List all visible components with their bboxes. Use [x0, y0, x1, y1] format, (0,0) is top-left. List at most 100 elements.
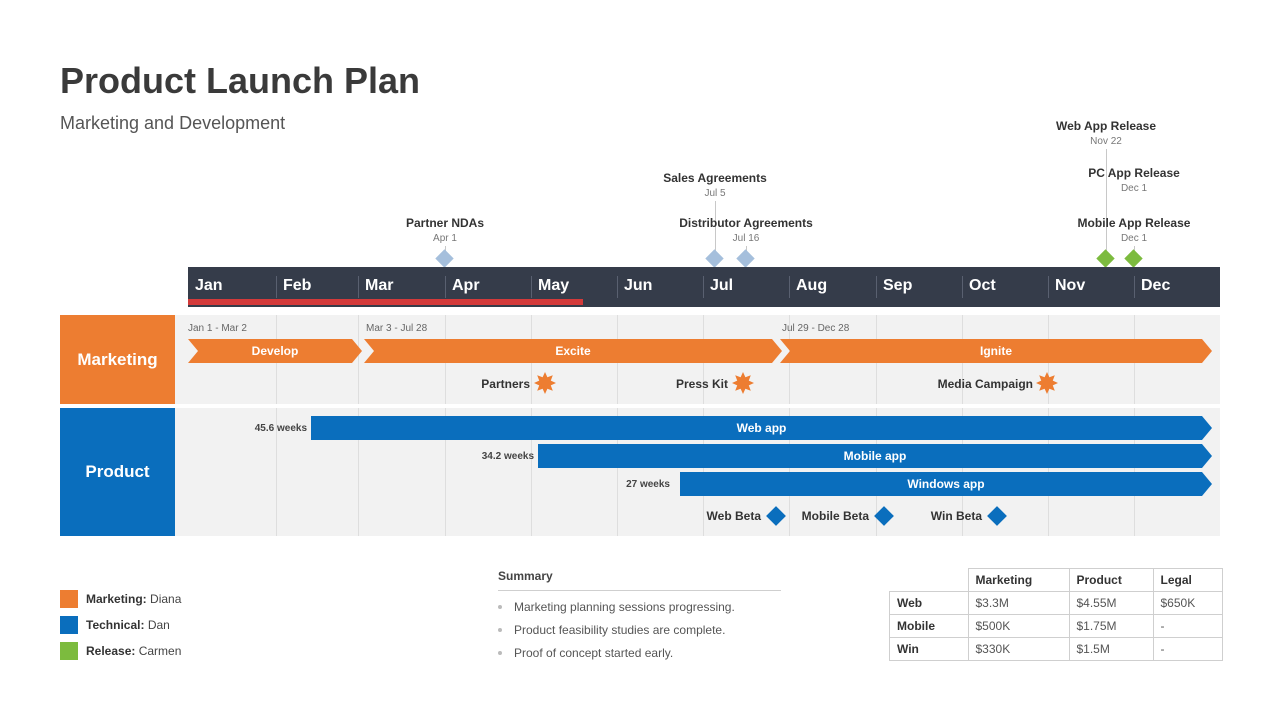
month-gridline: [531, 408, 532, 536]
legend-release-swatch: [60, 642, 78, 660]
milestone-connector: [1106, 149, 1107, 252]
phase-date-range: Mar 3 - Jul 28: [366, 323, 428, 334]
month-label-dec: Dec: [1141, 277, 1171, 294]
table-cell: $3.3M: [967, 591, 1070, 615]
table-header: Marketing: [967, 568, 1070, 592]
milestone-pc-app-release-date: Dec 1: [1120, 183, 1148, 194]
milestone-partner-ndas-title: Partner NDAs: [405, 216, 485, 230]
month-label-jun: Jun: [624, 277, 653, 294]
month-divider: [1134, 276, 1135, 298]
table-corner: [889, 568, 969, 592]
milestone-app-release-diamond[interactable]: [1124, 249, 1143, 268]
table-cell: $4.55M: [1068, 591, 1154, 615]
event-partners-label: Partners: [481, 377, 530, 391]
summary-title: Summary: [498, 569, 553, 583]
event-media-campaign-label: Media Campaign: [937, 377, 1033, 391]
milestone-web-app-release-title: Web App Release: [1055, 119, 1157, 133]
table-row: Web $3.3M $4.55M $650K: [889, 591, 1223, 615]
today-progress-bar: [188, 299, 583, 305]
event-mobile-beta-label: Mobile Beta: [801, 509, 869, 523]
table-cell: -: [1152, 614, 1223, 638]
month-gridline: [358, 408, 359, 536]
month-label-apr: Apr: [452, 277, 480, 294]
month-divider: [876, 276, 877, 298]
task-windows-app-bar[interactable]: Windows app: [680, 472, 1212, 496]
month-gridline: [617, 408, 618, 536]
row-header: Win: [889, 637, 969, 661]
milestone-sales-agreements-title: Sales Agreements: [663, 171, 767, 185]
phase-date-range: Jan 1 - Mar 2: [188, 323, 247, 334]
month-gridline: [358, 315, 359, 404]
event-win-beta-label: Win Beta: [930, 509, 982, 523]
table-header: Legal: [1152, 568, 1223, 592]
page-title: Product Launch Plan: [60, 60, 421, 101]
table-cell: $650K: [1152, 591, 1223, 615]
milestone-distributor-agreements-diamond[interactable]: [736, 249, 755, 268]
summary-item: Proof of concept started early.: [498, 646, 673, 660]
month-divider: [276, 276, 277, 298]
table-cell: -: [1152, 637, 1223, 661]
task-web-app-bar[interactable]: Web app: [311, 416, 1212, 440]
table-cell: $1.75M: [1068, 614, 1154, 638]
table-header: Product: [1068, 568, 1154, 592]
product-lane-label: Product: [60, 408, 175, 536]
milestone-partner-ndas-date: Apr 1: [433, 233, 457, 244]
milestone-connector: [746, 246, 747, 252]
event-press-kit-label: Press Kit: [675, 377, 728, 391]
marketing-lane-label: Marketing: [60, 315, 175, 404]
milestone-partner-ndas-diamond[interactable]: [435, 249, 454, 268]
milestone-mobile-app-release-date: Dec 1: [1120, 233, 1148, 244]
table-cell: $500K: [967, 614, 1070, 638]
month-label-sep: Sep: [883, 277, 913, 294]
table-row: Mobile $500K $1.75M -: [889, 614, 1223, 638]
month-divider: [617, 276, 618, 298]
milestone-distributor-agreements-date: Jul 16: [732, 233, 760, 244]
phase-ignite[interactable]: Ignite: [780, 339, 1212, 363]
table-cell: $330K: [967, 637, 1070, 661]
legend-technical-swatch: [60, 616, 78, 634]
table-cell: $1.5M: [1068, 637, 1154, 661]
month-divider: [703, 276, 704, 298]
phase-develop[interactable]: Develop: [188, 339, 362, 363]
starburst-icon[interactable]: [732, 372, 754, 394]
month-label-oct: Oct: [969, 277, 996, 294]
month-divider: [531, 276, 532, 298]
month-divider: [962, 276, 963, 298]
milestone-pc-app-release-title: PC App Release: [1088, 166, 1180, 180]
task-mobile-app-bar[interactable]: Mobile app: [538, 444, 1212, 468]
month-divider: [358, 276, 359, 298]
month-label-feb: Feb: [283, 277, 312, 294]
budget-table: Marketing Product Legal Web $3.3M $4.55M…: [889, 568, 1223, 661]
row-header: Mobile: [889, 614, 969, 638]
legend-marketing: Marketing: Diana: [86, 592, 182, 606]
task-duration-label: 27 weeks: [626, 479, 670, 490]
starburst-icon[interactable]: [534, 372, 556, 394]
table-row: Win $330K $1.5M -: [889, 637, 1223, 661]
task-duration-label: 34.2 weeks: [481, 451, 534, 462]
milestone-web-app-release-diamond[interactable]: [1096, 249, 1115, 268]
month-gridline: [276, 408, 277, 536]
row-header: Web: [889, 591, 969, 615]
milestone-sales-agreements-diamond[interactable]: [705, 249, 724, 268]
month-label-jan: Jan: [195, 277, 223, 294]
milestone-connector: [715, 201, 716, 252]
legend-technical: Technical: Dan: [86, 618, 170, 632]
milestone-mobile-app-release-title: Mobile App Release: [1077, 216, 1191, 230]
starburst-icon[interactable]: [1036, 372, 1058, 394]
summary-item: Product feasibility studies are complete…: [498, 623, 725, 637]
phase-excite[interactable]: Excite: [364, 339, 782, 363]
event-web-beta-label: Web Beta: [706, 509, 761, 523]
legend-release: Release: Carmen: [86, 644, 182, 658]
month-label-nov: Nov: [1055, 277, 1086, 294]
milestone-connector: [1134, 246, 1135, 252]
page-subtitle: Marketing and Development: [60, 113, 286, 133]
month-divider: [1048, 276, 1049, 298]
month-divider: [789, 276, 790, 298]
legend-marketing-swatch: [60, 590, 78, 608]
month-gridline: [445, 408, 446, 536]
month-label-may: May: [538, 277, 570, 294]
milestone-connector: [445, 246, 446, 252]
month-label-jul: Jul: [710, 277, 734, 294]
month-label-aug: Aug: [796, 277, 828, 294]
milestone-web-app-release-date: Nov 22: [1090, 136, 1122, 147]
